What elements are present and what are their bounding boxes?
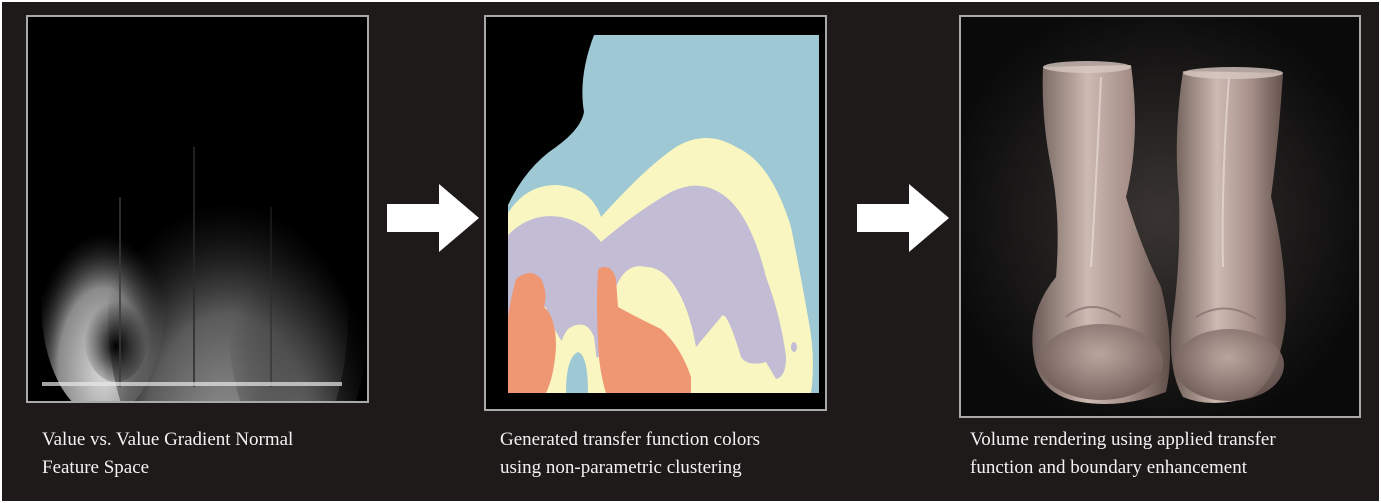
feature-space-plot	[28, 17, 367, 401]
caption-line: function and boundary enhancement	[970, 457, 1247, 478]
caption-line: Volume rendering using applied transfer	[970, 429, 1276, 450]
volume-rendering-panel	[959, 15, 1361, 418]
caption-line: Generated transfer function colors	[500, 429, 761, 450]
feet-rendering	[961, 17, 1359, 416]
caption-line: Value vs. Value Gradient Normal	[42, 429, 294, 450]
cluster-panel	[484, 15, 827, 411]
caption-line: using non-parametric clustering	[500, 457, 742, 478]
right-arrow-icon	[387, 184, 479, 252]
cluster-map	[486, 17, 825, 409]
cluster-caption: Generated transfer function colors using…	[500, 426, 760, 482]
right-arrow-icon	[857, 184, 949, 252]
caption-line: Feature Space	[42, 457, 150, 478]
feature-space-caption: Value vs. Value Gradient Normal Feature …	[42, 426, 293, 482]
feature-space-panel	[26, 15, 369, 403]
volume-rendering-caption: Volume rendering using applied transfer …	[970, 426, 1276, 482]
